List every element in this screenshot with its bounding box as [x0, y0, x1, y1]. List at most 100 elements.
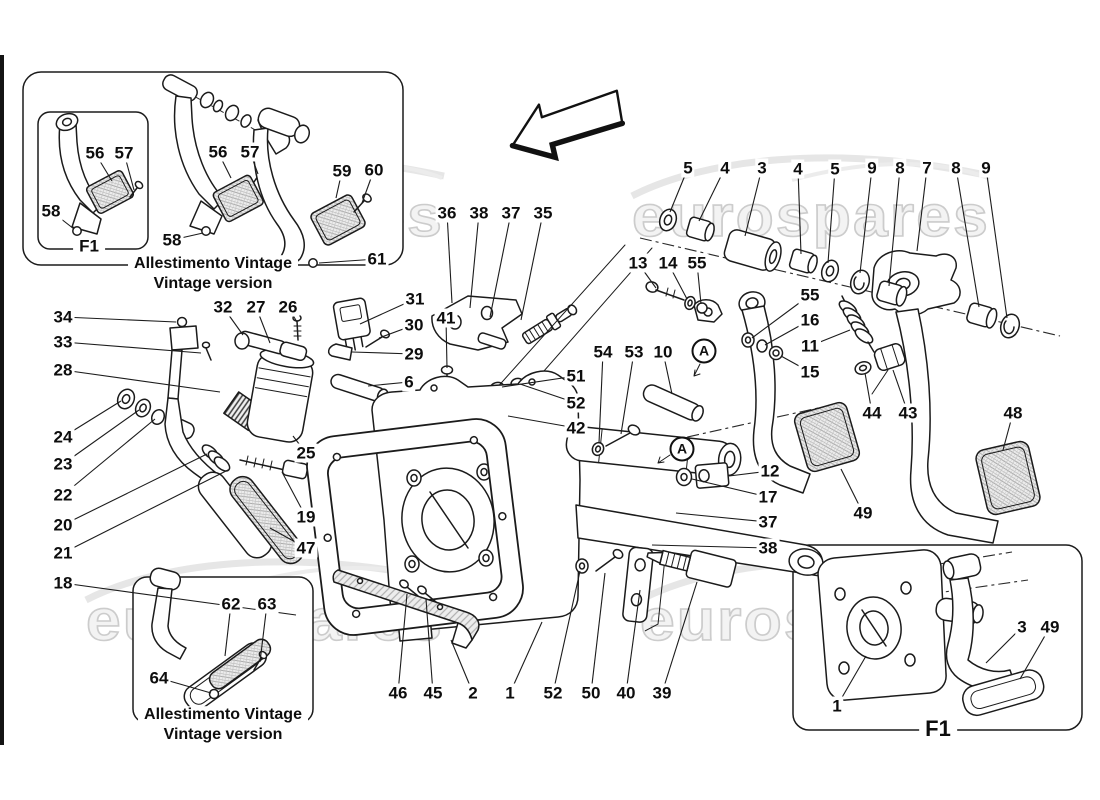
inset-caption: F1 — [919, 716, 957, 742]
screw-icon — [201, 341, 212, 361]
inset-caption: Vintage version — [157, 726, 289, 744]
inset-caption: F1 — [73, 237, 105, 257]
part-number-label: 52 — [541, 683, 565, 703]
leader-line — [489, 212, 512, 318]
part-number-label: 39 — [650, 683, 674, 703]
part-number-label: 34 — [51, 307, 75, 327]
part-number-label: 59 — [330, 161, 354, 181]
part-number-label: 38 — [756, 538, 780, 558]
leader-line — [590, 572, 606, 694]
vintage-pedal-right — [252, 107, 372, 270]
leader-line — [469, 212, 480, 309]
part-number-label: 3 — [1015, 617, 1029, 637]
part-number-label: 24 — [51, 427, 75, 447]
part-number-label: 55 — [798, 285, 822, 305]
part-number-label: 38 — [467, 203, 491, 223]
spacer-tube — [642, 384, 704, 422]
part-number-label: 62 — [219, 594, 243, 614]
part-number-label: 42 — [564, 418, 588, 438]
direction-arrow-icon — [509, 89, 626, 162]
part-number-label: 52 — [564, 393, 588, 413]
screw-icon — [129, 180, 144, 198]
part-number-label: 29 — [402, 344, 426, 364]
part-number-label: 9 — [865, 158, 879, 178]
leader-line — [62, 453, 208, 526]
part-number-label: 1 — [830, 696, 844, 716]
part-number-label: 63 — [255, 594, 279, 614]
leader-line — [859, 167, 873, 274]
part-number-label: 10 — [651, 342, 675, 362]
leader-line — [62, 341, 202, 354]
part-number-label: 37 — [499, 203, 523, 223]
leader-line — [367, 381, 410, 387]
leader-line — [62, 409, 140, 465]
part-number-label: 53 — [622, 342, 646, 362]
leader-line — [62, 418, 156, 496]
part-number-label: 57 — [238, 142, 262, 162]
part-number-label: 25 — [294, 443, 318, 463]
leader-line — [425, 598, 434, 694]
leader-line — [598, 351, 604, 444]
part-number-label: 16 — [798, 310, 822, 330]
inset-caption: Allestimento Vintage — [138, 706, 308, 724]
part-number-label: 22 — [51, 485, 75, 505]
part-number-label: 26 — [276, 297, 300, 317]
leader-line — [259, 603, 268, 663]
part-number-label: 35 — [531, 203, 555, 223]
part-number-label: 47 — [294, 538, 318, 558]
part-number-label: 54 — [591, 342, 615, 362]
part-number-label: 13 — [626, 253, 650, 273]
part-number-label: 55 — [685, 253, 709, 273]
part-number-label: 58 — [160, 230, 184, 250]
part-number-label: 61 — [365, 249, 389, 269]
part-number-label: 8 — [893, 158, 907, 178]
bolt-icon — [645, 281, 685, 301]
part-number-label: 11 — [799, 336, 821, 356]
part-number-label: 3 — [755, 158, 769, 178]
part-number-label: 58 — [39, 201, 63, 221]
stop-switch — [646, 549, 737, 588]
part-number-label: 37 — [756, 512, 780, 532]
bolt-icon — [595, 548, 624, 572]
part-number-label: 27 — [244, 297, 268, 317]
part-number-label: 46 — [386, 683, 410, 703]
part-number-label: 40 — [614, 683, 638, 703]
leader-line — [509, 621, 543, 694]
part-number-label: 28 — [51, 360, 75, 380]
part-number-label: 43 — [896, 403, 920, 423]
part-number-label: 56 — [206, 142, 230, 162]
leader-line — [62, 316, 177, 323]
part-number-label: 12 — [758, 461, 782, 481]
leader-line — [62, 469, 229, 554]
part-number-label: 2 — [466, 683, 480, 703]
part-number-label: 14 — [656, 253, 680, 273]
part-number-label: 57 — [112, 143, 136, 163]
leader-line — [916, 167, 928, 252]
part-number-label: 1 — [503, 683, 517, 703]
part-number-label: 15 — [798, 362, 822, 382]
leader-line — [625, 589, 641, 694]
inset-caption: Vintage version — [147, 275, 279, 293]
spring-icon — [201, 444, 231, 472]
part-number-label: 56 — [83, 143, 107, 163]
leader-line — [651, 544, 769, 549]
part-number-label: 49 — [1038, 617, 1062, 637]
vintage-accelerator-art — [149, 567, 272, 711]
return-spring — [838, 295, 875, 353]
page-border-left — [0, 55, 4, 745]
leader-line — [827, 168, 836, 264]
view-callout-letter: A — [669, 436, 695, 462]
leader-line — [446, 212, 453, 304]
switch-sensor — [521, 304, 578, 345]
part-number-label: 30 — [402, 315, 426, 335]
part-number-label: 33 — [51, 332, 75, 352]
leader-line — [675, 512, 769, 523]
clamp — [873, 343, 906, 372]
part-number-label: 21 — [51, 543, 75, 563]
screw-icon — [417, 585, 437, 603]
part-number-label: 19 — [294, 507, 318, 527]
leader-line — [520, 212, 544, 321]
part-number-label: 41 — [434, 308, 458, 328]
axis-fasteners — [658, 208, 1021, 339]
